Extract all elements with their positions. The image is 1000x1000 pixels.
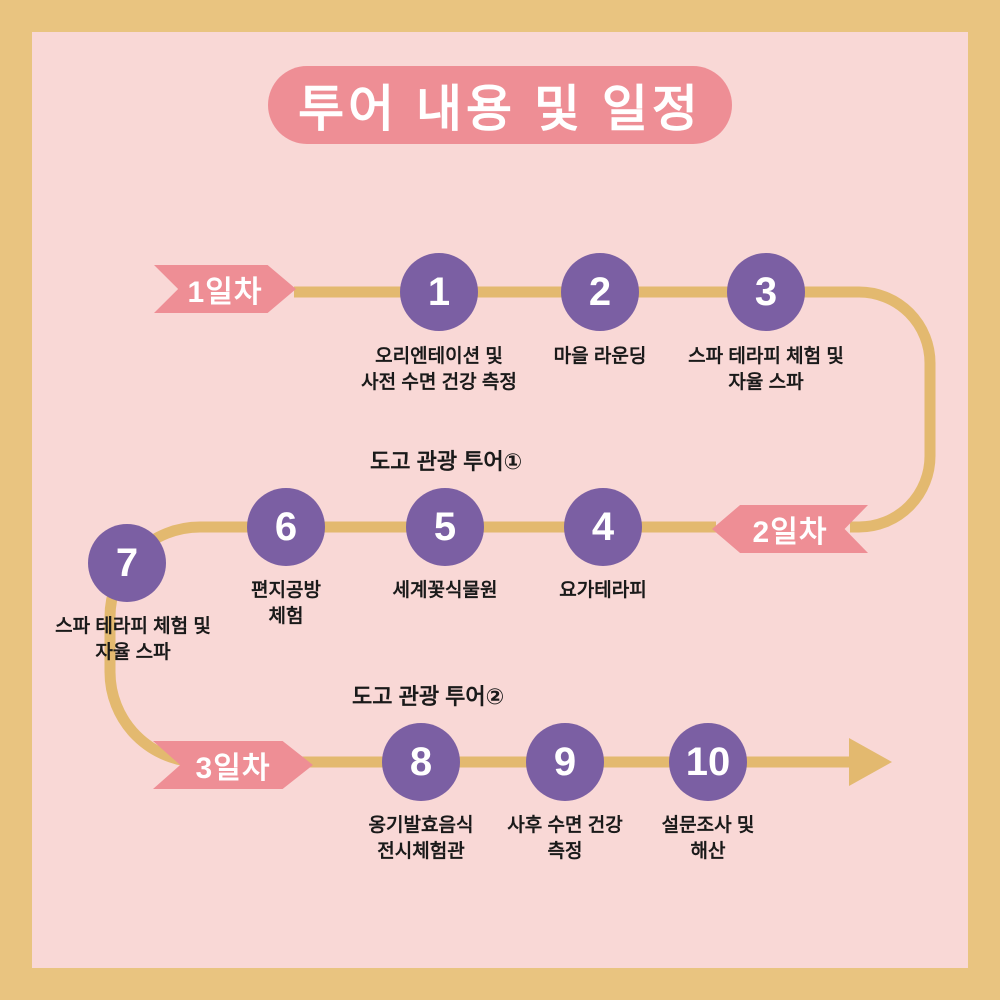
stop-circle-8: 8 xyxy=(382,723,460,801)
stop-number-10: 10 xyxy=(685,740,731,784)
day2-ribbon-label: 2일차 xyxy=(752,516,828,549)
infographic-background: 1일차 2일차 3일차 도고 관광 투어① 도고 관광 투어② 1 오리엔테이션… xyxy=(32,32,968,968)
stop-circle-2: 2 xyxy=(561,253,639,331)
stop-circle-10: 10 xyxy=(669,723,747,801)
stop-label-2: 마을 라운딩 xyxy=(553,346,647,367)
stop-label-8: 옹기발효음식 전시체험관 xyxy=(368,815,474,862)
section-label-tour2: 도고 관광 투어② xyxy=(352,684,505,709)
stop-label-10: 설문조사 및 해산 xyxy=(661,815,755,862)
stop-number-3: 3 xyxy=(754,270,778,314)
route-line-day2 xyxy=(104,521,716,768)
stop-number-9: 9 xyxy=(553,740,577,784)
stop-number-4: 4 xyxy=(591,505,615,549)
stop-number-8: 8 xyxy=(409,740,433,784)
stop-circle-5: 5 xyxy=(406,488,484,566)
route-line-day1 xyxy=(294,286,936,533)
stop-circle-3: 3 xyxy=(727,253,805,331)
page-title: 투어 내용 및 일정 xyxy=(268,66,732,144)
stop-label-3: 스파 테라피 체험 및 자율 스파 xyxy=(688,346,844,393)
day1-ribbon-label: 1일차 xyxy=(187,276,263,309)
section-label-tour1: 도고 관광 투어① xyxy=(370,449,523,474)
stop-number-1: 1 xyxy=(427,270,451,314)
stop-circle-1: 1 xyxy=(400,253,478,331)
stop-label-4: 요가테라피 xyxy=(559,580,647,601)
stop-number-7: 7 xyxy=(115,541,139,585)
stop-label-9: 사후 수면 건강 측정 xyxy=(507,815,623,862)
day3-ribbon-label: 3일차 xyxy=(195,752,271,785)
stop-label-6: 편지공방 체험 xyxy=(251,580,321,627)
stop-circle-4: 4 xyxy=(564,488,642,566)
stop-label-7: 스파 테라피 체험 및 자율 스파 xyxy=(55,616,211,663)
stop-label-1: 오리엔테이션 및 사전 수면 건강 측정 xyxy=(361,346,517,393)
stop-circle-7: 7 xyxy=(88,524,166,602)
stop-number-2: 2 xyxy=(588,270,612,314)
route-arrowhead-icon xyxy=(849,738,892,786)
stop-circle-6: 6 xyxy=(247,488,325,566)
stop-number-5: 5 xyxy=(433,505,457,549)
stop-number-6: 6 xyxy=(274,505,298,549)
day3-ribbon: 3일차 xyxy=(153,741,313,789)
day2-ribbon: 2일차 xyxy=(712,505,868,553)
page-title-text: 투어 내용 및 일정 xyxy=(298,81,702,137)
stop-circle-9: 9 xyxy=(526,723,604,801)
stop-label-5: 세계꽃식물원 xyxy=(392,580,498,601)
